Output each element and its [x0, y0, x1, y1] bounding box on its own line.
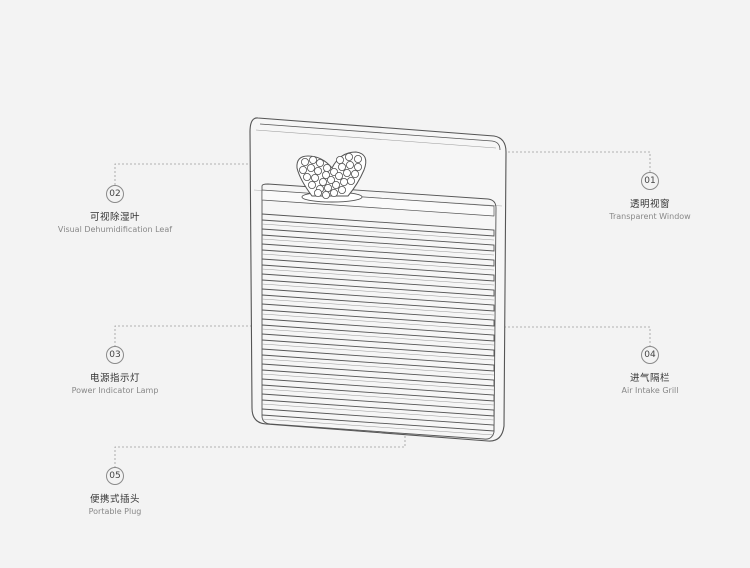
callout-number: 04	[641, 346, 659, 364]
grill-slat-shadow	[261, 283, 495, 301]
callout-label-en: Air Intake Grill	[621, 386, 679, 395]
callout-number: 03	[106, 346, 124, 364]
grill-slat	[261, 213, 495, 237]
callout-01: 01 透明视窗 Transparent Window	[570, 172, 730, 221]
silica-bead	[307, 180, 316, 189]
silica-bead	[318, 177, 327, 186]
silica-bead	[350, 169, 359, 178]
silica-bead	[321, 190, 330, 199]
grill-slat	[261, 333, 495, 357]
silica-bead	[315, 158, 324, 167]
silica-bead	[337, 185, 346, 194]
silica-bead	[300, 157, 309, 166]
callout-number: 01	[641, 172, 659, 190]
grill-slat-shadow	[261, 358, 495, 376]
silica-bead	[323, 183, 332, 192]
grill-slat	[261, 348, 495, 372]
silica-bead	[334, 171, 343, 180]
air-intake-grill	[261, 213, 495, 436]
top-rim	[259, 123, 501, 151]
silica-bead	[335, 155, 344, 164]
grill-slat-shadow	[261, 373, 495, 391]
silica-bead	[308, 155, 317, 164]
silica-bead	[313, 166, 322, 175]
silica-bead	[310, 173, 319, 182]
silica-bead	[329, 188, 338, 197]
callout-label-en: Power Indicator Lamp	[71, 386, 159, 395]
silica-bead	[346, 176, 355, 185]
leader-02	[114, 163, 300, 185]
grill-slat	[261, 303, 495, 327]
silica-bead	[337, 162, 346, 171]
grill-slat	[261, 243, 495, 267]
silica-bead	[331, 180, 340, 189]
callout-number: 05	[106, 467, 124, 485]
grill-slat	[261, 258, 495, 282]
grill-slat-shadow	[261, 388, 495, 406]
grill-slat-shadow	[261, 238, 495, 256]
grill-slat-shadow	[261, 298, 495, 316]
silica-bead	[353, 154, 362, 163]
silica-bead	[353, 162, 362, 171]
callout-label-zh: 可视除湿叶	[89, 212, 140, 223]
grill-slat	[261, 363, 495, 387]
silica-bead	[298, 165, 307, 174]
callout-label-zh: 电源指示灯	[89, 373, 140, 384]
grill-slat-shadow	[261, 253, 495, 271]
inner-block	[261, 183, 497, 440]
grill-slat-shadow	[261, 313, 495, 331]
silica-bead	[321, 170, 330, 179]
callout-label-en: Visual Dehumidification Leaf	[57, 225, 173, 234]
silica-bead	[344, 152, 353, 161]
silica-bead	[326, 175, 335, 184]
silica-bead	[302, 172, 311, 181]
silica-bead	[342, 168, 351, 177]
grill-slat-shadow	[261, 328, 495, 346]
silica-bead	[339, 177, 348, 186]
grill-slat	[261, 228, 495, 252]
silica-bead	[313, 188, 322, 197]
grill-slat-shadow	[261, 343, 495, 361]
callout-05: 05 便携式插头 Portable Plug	[35, 467, 195, 516]
callout-03: 03 电源指示灯 Power Indicator Lamp	[35, 346, 195, 395]
grill-slat	[261, 288, 495, 312]
callout-02: 02 可视除湿叶 Visual Dehumidification Leaf	[35, 185, 195, 234]
callout-04: 04 进气隔栏 Air Intake Grill	[570, 346, 730, 395]
dehumidification-leaf	[296, 151, 367, 199]
grill-slat	[261, 378, 495, 402]
callout-label-zh: 进气隔栏	[629, 373, 670, 384]
callout-label-en: Transparent Window	[609, 212, 691, 221]
callout-label-zh: 透明视窗	[629, 199, 670, 210]
leader-03	[114, 325, 252, 346]
grill-slat	[261, 318, 495, 342]
callout-number: 02	[106, 185, 124, 203]
grill-slat	[261, 273, 495, 297]
silica-bead	[306, 163, 315, 172]
grill-slat-shadow	[261, 268, 495, 286]
grill-slat-shadow	[261, 418, 495, 436]
silica-bead	[345, 160, 354, 169]
leader-05	[114, 436, 406, 467]
silica-bead	[322, 163, 331, 172]
grill-slat	[261, 393, 495, 417]
leader-01	[476, 151, 651, 172]
grill-slat	[261, 408, 495, 432]
callout-label-en: Portable Plug	[88, 507, 142, 516]
grill-slat-shadow	[261, 223, 495, 241]
grill-slat-shadow	[261, 403, 495, 421]
callout-label-zh: 便携式插头	[89, 494, 140, 505]
